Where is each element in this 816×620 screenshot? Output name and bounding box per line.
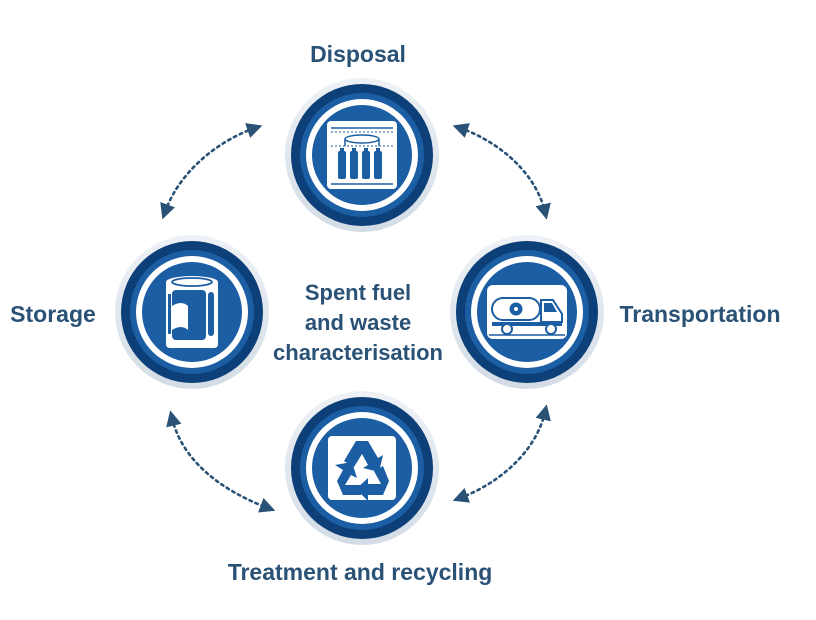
disposal-repository-icon bbox=[327, 121, 397, 189]
node-treatment bbox=[285, 391, 439, 545]
node-storage bbox=[115, 235, 269, 389]
storage-cask-icon bbox=[166, 276, 218, 348]
label-storage: Storage bbox=[10, 301, 96, 327]
transport-truck-icon bbox=[487, 285, 567, 339]
label-transportation: Transportation bbox=[619, 301, 780, 327]
label-treatment: Treatment and recycling bbox=[228, 559, 493, 585]
arrow-treatment-storage bbox=[166, 410, 276, 513]
arrow-storage-disposal bbox=[160, 123, 263, 220]
arrow-disposal-transportation bbox=[452, 123, 551, 220]
recycle-icon bbox=[328, 436, 396, 501]
center-line-2: and waste bbox=[305, 310, 411, 335]
node-disposal bbox=[285, 78, 439, 232]
center-line-3: characterisation bbox=[273, 340, 443, 365]
center-line-1: Spent fuel bbox=[305, 280, 411, 305]
node-transportation bbox=[450, 235, 604, 389]
arrow-transportation-treatment bbox=[452, 404, 551, 503]
label-disposal: Disposal bbox=[310, 41, 406, 67]
